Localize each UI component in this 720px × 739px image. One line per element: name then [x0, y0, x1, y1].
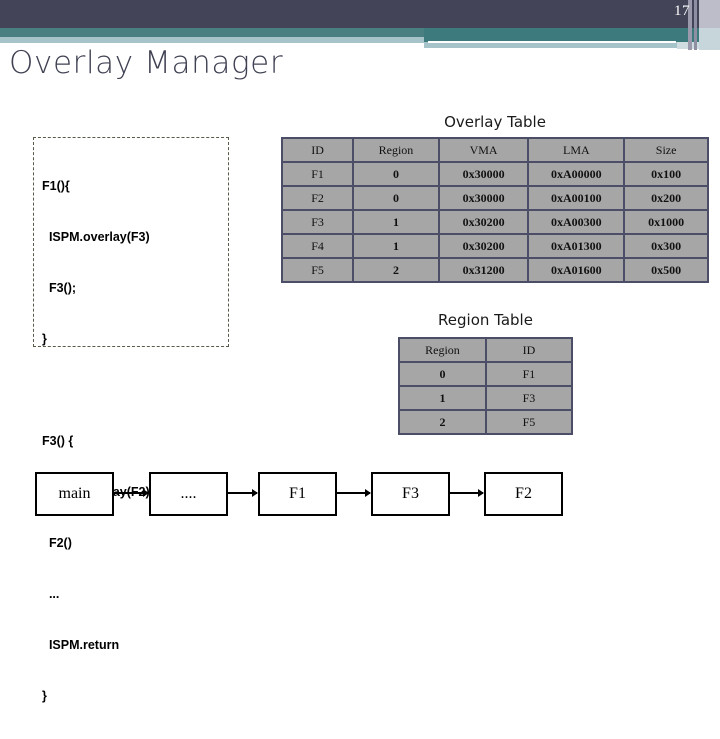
column-header-lma: LMA — [527, 137, 626, 163]
cell-id: F1 — [484, 361, 574, 387]
header-pale-band-right — [677, 42, 720, 49]
cell-region: 0 — [352, 185, 440, 211]
flow-arrow-icon — [114, 489, 149, 497]
cell-region: 0 — [352, 161, 440, 187]
header-lightblue-band-mid — [424, 42, 677, 48]
cell-vma: 0x30200 — [437, 209, 530, 235]
cell-vma: 0x30200 — [437, 233, 530, 259]
table-row: F2 0 0x30000 0xA00100 0x200 — [280, 185, 709, 211]
cell-region: 0 — [398, 361, 487, 387]
cell-size: 0x200 — [623, 185, 709, 211]
column-header-vma: VMA — [437, 137, 530, 163]
cell-id: F1 — [280, 161, 355, 187]
table-row: F4 1 0x30200 0xA01300 0x300 — [280, 233, 709, 259]
region-table-caption: Region Table — [438, 311, 533, 329]
slide-header-decoration — [0, 0, 720, 50]
cell-region: 2 — [352, 257, 440, 283]
call-flow-diagram: main .... F1 F3 F2 — [0, 472, 720, 528]
cell-lma: 0xA01600 — [527, 257, 626, 283]
table-row: 1 F3 — [398, 385, 574, 411]
code-line: ISPM.return — [42, 638, 120, 652]
cell-region: 1 — [352, 209, 440, 235]
cell-id: F3 — [484, 385, 574, 411]
header-navy-band — [0, 0, 720, 28]
code-line: F1(){ — [42, 179, 70, 193]
code-line: F2() — [42, 536, 72, 550]
column-header-region: Region — [398, 337, 487, 363]
flow-node-f1: F1 — [258, 472, 337, 516]
overlay-table-caption: Overlay Table — [444, 113, 546, 131]
cell-id: F2 — [280, 185, 355, 211]
code-line: F3(); — [42, 281, 77, 295]
region-table: Region ID 0 F1 1 F3 2 F5 — [398, 337, 574, 435]
code-line-blank — [42, 382, 150, 399]
code-line: ... — [42, 587, 60, 601]
flow-arrow-icon — [228, 489, 258, 497]
code-line: ISPM.overlay(F3) — [42, 230, 150, 244]
table-header-row: Region ID — [398, 337, 574, 363]
flow-node-f2: F2 — [484, 472, 563, 516]
header-teal-band-left — [0, 28, 424, 37]
header-vertical-bar-a — [688, 0, 692, 50]
flow-node-ellipsis: .... — [149, 472, 228, 516]
cell-lma: 0xA00100 — [527, 185, 626, 211]
cell-lma: 0xA00000 — [527, 161, 626, 187]
column-header-id: ID — [484, 337, 574, 363]
overlay-table: ID Region VMA LMA Size F1 0 0x30000 0xA0… — [280, 137, 709, 283]
table-row: F5 2 0x31200 0xA01600 0x500 — [280, 257, 709, 283]
table-row: 0 F1 — [398, 361, 574, 387]
flow-arrow-icon — [450, 489, 484, 497]
cell-region: 1 — [352, 233, 440, 259]
column-header-size: Size — [623, 137, 709, 163]
table-row: 2 F5 — [398, 409, 574, 435]
header-teal-band-right — [424, 28, 720, 42]
code-snippet-text: F1(){ ISPM.overlay(F3) F3(); } F3() { IS… — [42, 144, 150, 739]
code-snippet-box: F1(){ ISPM.overlay(F3) F3(); } F3() { IS… — [33, 137, 229, 703]
column-header-region: Region — [352, 137, 440, 163]
header-vertical-bar-outer-lower — [699, 28, 720, 50]
cell-vma: 0x30000 — [437, 161, 530, 187]
cell-region: 1 — [398, 385, 487, 411]
cell-id: F5 — [484, 409, 574, 435]
code-line: F3() { — [42, 434, 74, 448]
cell-region: 2 — [398, 409, 487, 435]
cell-vma: 0x30000 — [437, 185, 530, 211]
cell-size: 0x500 — [623, 257, 709, 283]
page-title: Overlay Manager — [9, 45, 284, 81]
header-white-gap — [428, 41, 676, 43]
cell-id: F4 — [280, 233, 355, 259]
table-row: F3 1 0x30200 0xA00300 0x1000 — [280, 209, 709, 235]
code-line: } — [42, 689, 47, 703]
table-row: F1 0 0x30000 0xA00000 0x100 — [280, 161, 709, 187]
cell-vma: 0x31200 — [437, 257, 530, 283]
cell-id: F5 — [280, 257, 355, 283]
header-lightblue-band-left — [0, 37, 424, 43]
cell-lma: 0xA01300 — [527, 233, 626, 259]
page-number: 17 — [674, 3, 690, 19]
cell-lma: 0xA00300 — [527, 209, 626, 235]
flow-arrow-icon — [337, 489, 371, 497]
table-header-row: ID Region VMA LMA Size — [280, 137, 709, 163]
flow-node-main: main — [35, 472, 114, 516]
cell-size: 0x1000 — [623, 209, 709, 235]
column-header-id: ID — [280, 137, 355, 163]
code-line: } — [42, 332, 47, 346]
cell-size: 0x100 — [623, 161, 709, 187]
header-vertical-bar-b — [694, 0, 697, 50]
flow-node-f3: F3 — [371, 472, 450, 516]
cell-size: 0x300 — [623, 233, 709, 259]
cell-id: F3 — [280, 209, 355, 235]
